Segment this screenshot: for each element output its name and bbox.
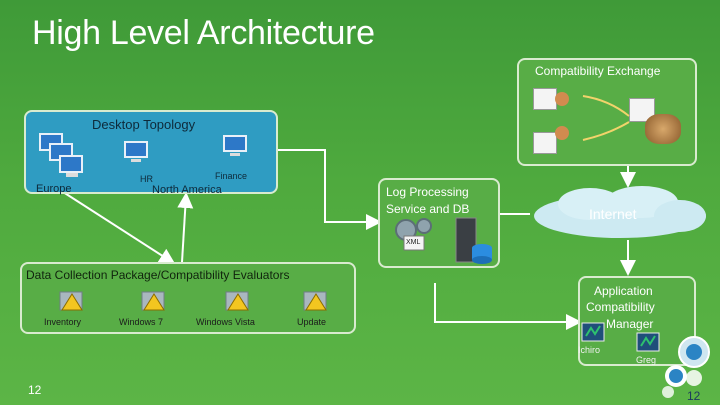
document-icon — [533, 132, 557, 154]
connector-dcp-acm — [434, 283, 582, 330]
site-europe: Europe — [36, 183, 72, 195]
page-number-left: 12 — [28, 383, 42, 397]
users-icon — [555, 92, 569, 106]
computer-icon — [124, 141, 148, 162]
users-icon — [636, 332, 660, 352]
cloud-icon — [534, 186, 706, 238]
site-finance: Finance — [215, 171, 248, 181]
acm-label-3: Manager — [606, 317, 654, 331]
xml-icon-text: XML — [406, 239, 421, 246]
connector-desktop-log — [276, 149, 382, 230]
connector-europe-dcp — [59, 189, 176, 265]
desktop-topology-label: Desktop Topology — [92, 117, 196, 132]
users-icon — [645, 114, 681, 144]
computer-icon — [223, 135, 247, 156]
computer-icon — [39, 133, 83, 177]
log-processing-label-1: Log Processing — [386, 185, 469, 199]
internet-label: Internet — [589, 206, 637, 222]
warning-folder-icon — [59, 291, 83, 311]
log-processing-box: Log Processing Service and DB XML — [378, 178, 500, 268]
acm-user-greg: Greg — [636, 355, 657, 365]
warning-folder-icon — [225, 291, 249, 311]
site-hr: HR — [140, 174, 153, 184]
evaluator-update: Update — [297, 317, 327, 327]
page-number-right: 12 — [687, 389, 701, 403]
slide-title: High Level Architecture — [32, 14, 375, 52]
users-icon — [581, 322, 605, 342]
site-north-america: North America — [152, 184, 222, 196]
flow-arrows-icon — [582, 95, 630, 141]
acm-label-2: Compatibility — [586, 300, 655, 314]
acm-label-1: Application — [594, 284, 653, 298]
evaluator-windows-7: Windows 7 — [119, 317, 164, 327]
users-icon — [555, 126, 569, 140]
warning-folder-icon — [141, 291, 165, 311]
evaluator-windows-vista: Windows Vista — [196, 317, 255, 327]
logo-icon — [662, 336, 710, 398]
log-processing-label-2: Service and DB — [386, 202, 470, 216]
server-icon — [395, 217, 492, 264]
evaluator-inventory: Inventory — [44, 317, 82, 327]
desktop-topology-box: Desktop Topology Europe HR Finance North… — [24, 110, 278, 196]
gear-icon — [416, 218, 432, 234]
data-collection-label: Data Collection Package/Compatibility Ev… — [26, 268, 290, 282]
warning-folder-icon — [303, 291, 327, 311]
compatibility-exchange-box: Compatibility Exchange — [517, 58, 697, 166]
data-collection-box: Data Collection Package/Compatibility Ev… — [20, 262, 356, 334]
compatibility-exchange-label: Compatibility Exchange — [535, 64, 661, 78]
acm-user-ichiro: Ichiro — [578, 345, 601, 355]
document-icon — [533, 88, 557, 110]
connector-dcp-desktop — [177, 192, 194, 263]
